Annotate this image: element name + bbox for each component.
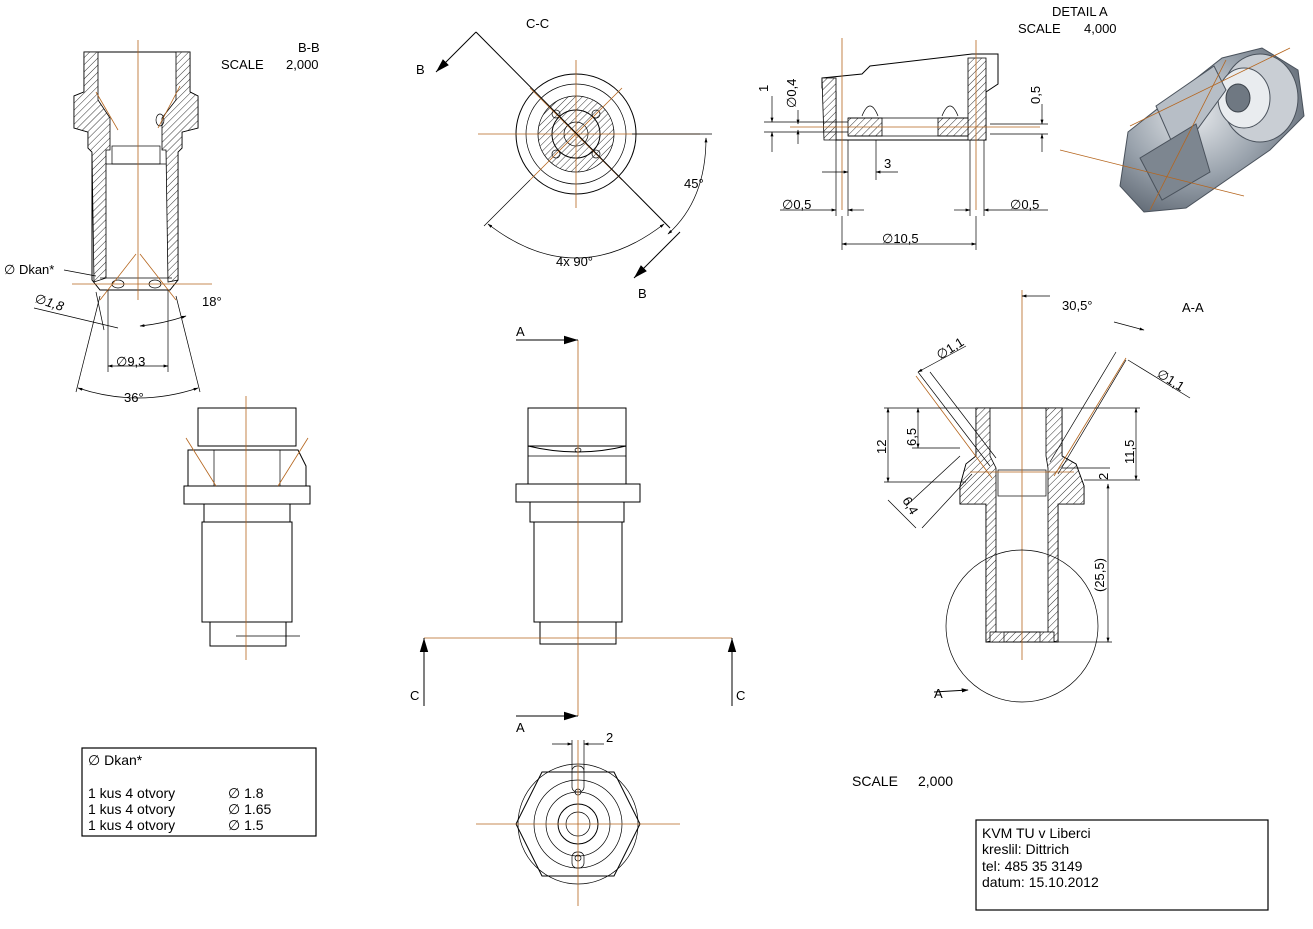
hole-table-row-2-label: 1 kus 4 otvory [88,801,175,817]
hole-table: ∅ Dkan* 1 kus 4 otvory ∅ 1.8 1 kus 4 otv… [81,747,317,837]
dim-aa-6-5: 6,5 [904,428,919,446]
hole-table-header: ∅ Dkan* [88,752,143,768]
bottom-view-hex: 2 [476,730,680,906]
detail-a-title: DETAIL A [1052,4,1108,19]
hole-table-row-3-value: ∅ 1.5 [228,817,264,833]
section-b-marker-bottom: B [638,286,647,301]
front-view-hex [183,396,311,660]
title-block-line-1: KVM TU v Liberci [982,825,1091,841]
section-cc-view: C-C B B 45° 4x 90° [416,16,712,301]
dim-angle-45: 45° [684,176,704,191]
dim-aa-12: 12 [874,440,889,454]
title-block-line-3: tel: 485 35 3149 [982,858,1083,874]
dim-detail-d05-left: ∅0,5 [782,197,811,212]
dim-aa-d11-right: ∅1,1 [1154,366,1187,394]
section-cc-title: C-C [526,16,549,31]
dim-detail-d05-right: ∅0,5 [1010,197,1039,212]
section-c-marker-right: C [736,688,745,703]
section-c-marker-left: C [410,688,419,703]
front-view-center: A A C C [410,324,745,735]
hole-table-row-1-label: 1 kus 4 otvory [88,785,175,801]
sheet-scale: SCALE 2,000 [852,773,953,789]
dim-aa-2: 2 [1096,473,1111,480]
dim-diameter-1-8: ∅1,8 [33,291,66,315]
sheet-scale-value: 2,000 [918,773,953,789]
section-aa-view: A-A A 30,5° ∅1,1 ∅1,1 12 [874,290,1204,703]
detail-a-view: DETAIL A SCALE 4,000 1 ∅0,4 0,5 3 [756,4,1117,250]
hole-table-row-2-value: ∅ 1.65 [228,801,272,817]
dim-aa-d11-left: ∅1,1 [934,334,967,362]
section-bb-view: B-B SCALE 2,000 ∅ Dkan* ∅1,8 18° [4,40,320,405]
dim-detail-d04: ∅0,4 [784,79,799,108]
dim-angle-30-5: 30,5° [1062,298,1093,313]
title-block: KVM TU v Liberci kreslil: Dittrich tel: … [975,819,1269,911]
dim-angle-36: 36° [124,390,144,405]
dim-detail-3: 3 [884,156,891,171]
dim-bottom-2: 2 [606,730,613,745]
isometric-render [1059,47,1305,213]
dim-angle-18: 18° [202,294,222,309]
dim-detail-1: 1 [756,85,771,92]
title-block-line-2: kreslil: Dittrich [982,841,1069,857]
dim-aa-11-5: 11,5 [1122,440,1137,464]
section-b-marker-top: B [416,62,425,77]
detail-a-scale-label: SCALE [1018,21,1061,36]
detail-a-scale-value: 4,000 [1084,21,1117,36]
section-bb-scale-label: SCALE [221,57,264,72]
hole-table-row-1-value: ∅ 1.8 [228,785,264,801]
sheet-scale-label: SCALE [852,773,898,789]
dim-aa-6-4: 6,4 [899,494,921,517]
dkan-label: ∅ Dkan* [4,262,54,277]
section-aa-title: A-A [1182,300,1204,315]
dim-diameter-9-3: ∅9,3 [116,354,145,369]
section-bb-scale-value: 2,000 [286,57,319,72]
section-a-marker-top: A [516,324,525,339]
hole-table-row-3-label: 1 kus 4 otvory [88,817,175,833]
section-bb-title: B-B [298,40,320,55]
dim-angle-4x90: 4x 90° [556,254,593,269]
title-block-line-4: datum: 15.10.2012 [982,874,1099,890]
section-a-marker-bottom: A [516,720,525,735]
dim-detail-05-right: 0,5 [1028,86,1043,104]
dim-detail-d105: ∅10,5 [882,231,919,246]
dim-aa-25-5: (25,5) [1092,558,1107,592]
detail-a-marker: A [934,686,943,701]
